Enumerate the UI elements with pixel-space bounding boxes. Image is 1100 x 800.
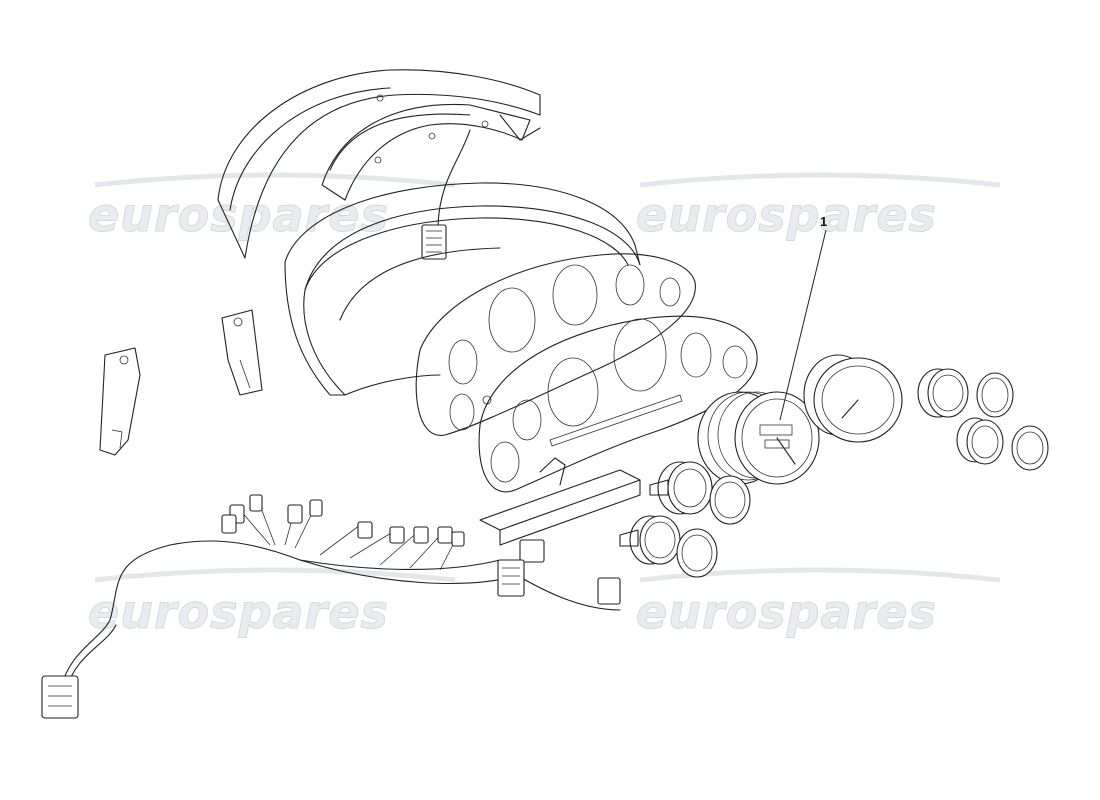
watermark-top-left: eurospares (88, 188, 389, 243)
instrument-housing (284, 182, 641, 396)
hood-connector (421, 129, 471, 260)
instrument-bezel-front (478, 315, 758, 493)
voltmeter-gauge (619, 515, 718, 578)
watermark-bottom-right: eurospares (636, 585, 937, 640)
water-temp-gauge (956, 417, 1049, 471)
dashboard-hood (217, 69, 541, 259)
callout-1-label: 1 (820, 214, 828, 229)
oil-pressure-gauge (917, 368, 1014, 418)
fuel-gauge (649, 461, 751, 525)
warning-light-panel (479, 457, 641, 563)
tachometer (803, 354, 903, 443)
speedometer (697, 391, 820, 485)
callout-1-leader (779, 229, 827, 421)
watermark-top-right: eurospares (636, 188, 937, 243)
wiring-harness (41, 494, 621, 719)
instrument-bezel-rear (415, 253, 696, 436)
watermark-bottom-left: eurospares (88, 585, 389, 640)
mounting-bracket-left (99, 347, 141, 456)
mounting-bracket-right (221, 309, 263, 396)
